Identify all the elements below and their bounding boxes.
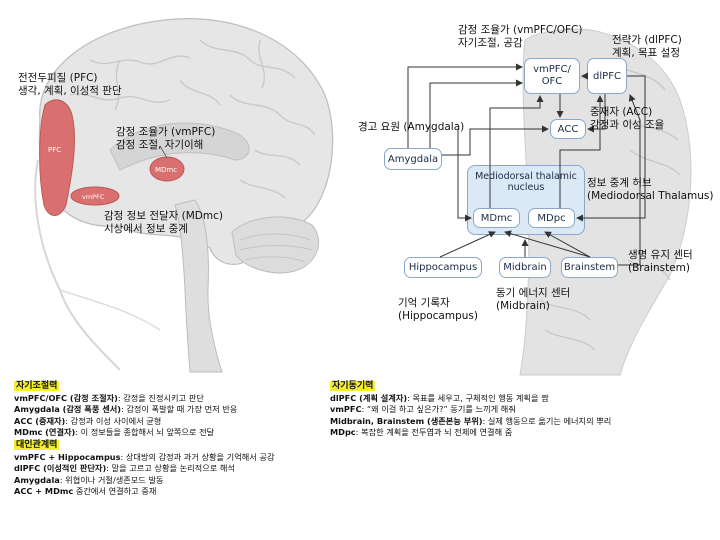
node-brainstem: Brainstem <box>561 257 618 278</box>
vmpfc-pointer <box>159 145 168 159</box>
node-mdpc: MDpc <box>528 208 575 228</box>
pfc-tag: PFC <box>48 146 61 154</box>
cerebellum-shape <box>231 216 320 274</box>
vmpfc-tag: vmPFC <box>82 193 105 201</box>
legend-left: 자기조절력 vmPFC/OFC (감정 조절자): 감정을 진정시키고 판단 A… <box>14 380 274 498</box>
mediodorsal-title: Mediodorsal thalamic nucleus <box>475 171 577 193</box>
legend-item: ACC (중재자): 감정과 이성 사이에서 균형 <box>14 415 162 426</box>
pfc-region <box>39 99 75 216</box>
heading-self-motivation: 자기동기력 <box>330 381 376 391</box>
left-brain-illustration: PFC vmPFC MDmc <box>34 18 334 373</box>
label-thalamus: 정보 중계 허브 (Mediodorsal Thalamus) <box>587 177 714 202</box>
node-midbrain: Midbrain <box>499 257 551 278</box>
legend-item: dlPFC (계획 설계자): 목표를 세우고, 구체적인 행동 계획을 짬 <box>330 392 549 403</box>
vmpfc-region <box>70 186 120 206</box>
label-acc: 중재자 (ACC) 감정과 이성 조율 <box>590 106 665 131</box>
legend-item: MDpc: 복잡한 계획을 전두엽과 뇌 전체에 연결해 줌 <box>330 427 513 438</box>
legend-item: vmPFC/OFC (감정 조절자): 감정을 진정시키고 판단 <box>14 392 204 403</box>
gyri-lines <box>69 39 316 199</box>
label-dlpfc: 전략가 (dlPFC) 계획, 목표 설정 <box>612 34 682 59</box>
node-vmpfc-ofc: vmPFC/ OFC <box>524 58 580 94</box>
legend-item: dlPFC (이성적인 판단자): 말을 고르고 상황을 논리적으로 해석 <box>14 463 235 474</box>
mdmc-region <box>149 156 185 182</box>
legend-item: vmPFC + Hippocampus: 상대방의 감정과 과거 상황을 기억해… <box>14 451 275 462</box>
node-amygdala: Amygdala <box>384 148 442 170</box>
legend-item: Amygdala: 위협이나 거절/생존모드 발동 <box>14 474 164 485</box>
label-amygdala: 경고 요원 (Amygdala) <box>358 121 465 133</box>
heading-self-regulation: 자기조절력 <box>14 381 60 391</box>
vmpfc-label: 감정 조율가 (vmPFC) 감정 조절, 자기이해 <box>116 126 216 151</box>
node-dlpfc: dlPFC <box>587 58 627 94</box>
label-hippocampus: 기억 기록자 (Hippocampus) <box>398 297 478 322</box>
brainstem-shape <box>174 199 223 373</box>
node-hippocampus: Hippocampus <box>404 257 482 278</box>
node-mdmc: MDmc <box>473 208 520 228</box>
pfc-label: 전전두피질 (PFC) 생각, 계획, 이성적 판단 <box>18 72 122 97</box>
legend-item: ACC + MDmc 중간에서 연결하고 중재 <box>14 486 157 497</box>
legend-item: MDmc (연결자): 이 정보들을 종합해서 뇌 앞쪽으로 전달 <box>14 427 215 438</box>
legend-item: vmPFC: “왜 이걸 하고 싶은가?” 동기를 느끼게 해줘 <box>330 404 516 415</box>
node-acc: ACC <box>550 119 586 139</box>
legend-item: Midbrain, Brainstem (생존본능 부위): 실제 행동으로 옮… <box>330 415 612 426</box>
label-vmpfc-ofc: 감정 조율가 (vmPFC/OFC) 자기조절, 공감 <box>458 24 583 49</box>
mdmc-label: 감정 정보 전달자 (MDmc) 시상에서 정보 중계 <box>104 210 223 235</box>
mdmc-tag: MDmc <box>155 166 177 174</box>
label-brainstem: 생명 유지 센터 (Brainstem) <box>628 249 693 274</box>
label-midbrain: 동기 에너지 센터 (Midbrain) <box>496 287 571 312</box>
legend-right: 자기동기력 dlPFC (계획 설계자): 목표를 세우고, 구체적인 행동 계… <box>330 380 611 439</box>
legend-item: Amygdala (감정 폭풍 센서): 감정이 폭발할 때 가장 먼저 반응 <box>14 404 238 415</box>
heading-interpersonal: 대인관계력 <box>14 439 60 450</box>
